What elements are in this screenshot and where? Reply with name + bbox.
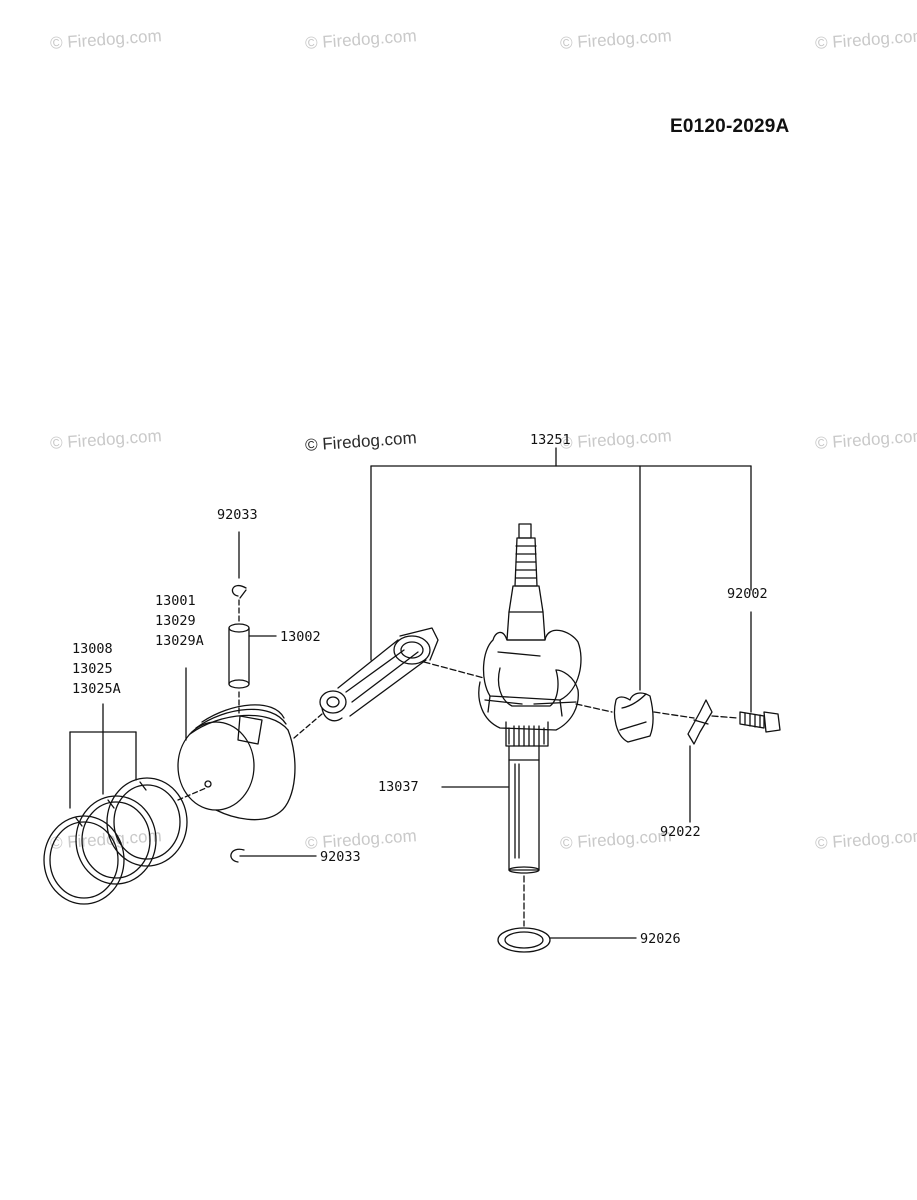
- label-92026: 92026: [640, 931, 681, 947]
- label-92022: 92022: [660, 824, 701, 840]
- label-ring-1: 13008: [72, 641, 113, 657]
- label-ring-2: 13025: [72, 661, 113, 677]
- label-piston-3: 13029A: [155, 633, 204, 649]
- label-92033-bottom: 92033: [320, 849, 361, 865]
- diagram-id: E0120-2029A: [670, 116, 790, 137]
- bolt[interactable]: [711, 711, 781, 733]
- label-piston-1: 13001: [155, 593, 196, 609]
- piston-rings[interactable]: [43, 703, 188, 905]
- label-piston-2: 13029: [155, 613, 196, 629]
- washer[interactable]: [497, 875, 637, 953]
- label-13002: 13002: [280, 629, 321, 645]
- label-92033-top: 92033: [217, 507, 258, 523]
- piston[interactable]: [177, 667, 323, 821]
- label-13251: 13251: [530, 432, 571, 448]
- piston-pin[interactable]: [228, 599, 277, 717]
- label-ring-3: 13025A: [72, 681, 121, 697]
- crankshaft[interactable]: [478, 523, 582, 874]
- label-13037: 13037: [378, 779, 419, 795]
- circlip-top[interactable]: [231, 531, 247, 599]
- label-92002: 92002: [727, 586, 768, 602]
- lock-plate[interactable]: [687, 699, 713, 823]
- circlip-bottom[interactable]: [230, 848, 317, 863]
- assembly-bracket: [370, 447, 752, 713]
- bearing-cap[interactable]: [575, 692, 695, 743]
- connecting-rod[interactable]: [319, 627, 485, 722]
